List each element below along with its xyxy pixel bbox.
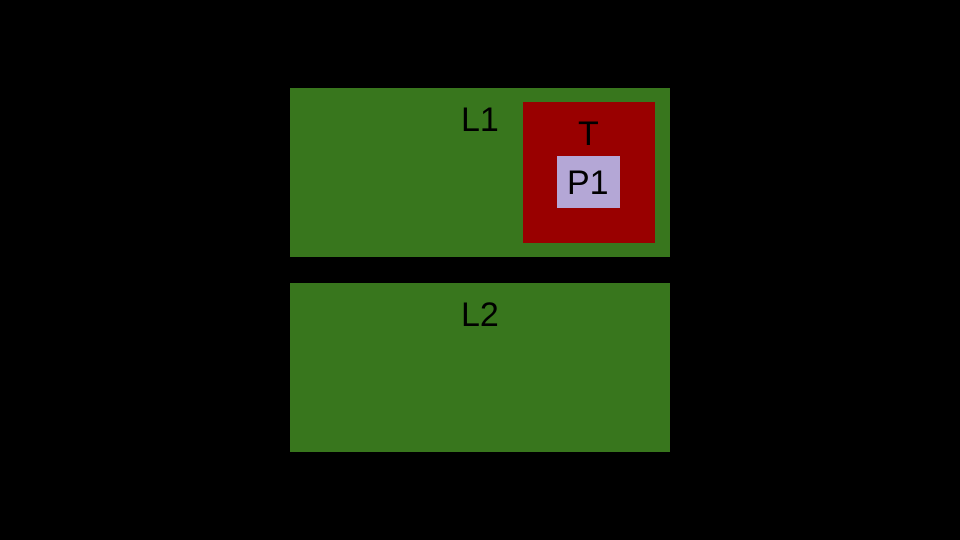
t-label: T [578,115,599,153]
p1-box [557,156,620,208]
p1-label: P1 [567,164,609,202]
l2-box [290,283,670,452]
l2-label: L2 [461,296,499,334]
l1-label: L1 [461,101,499,139]
